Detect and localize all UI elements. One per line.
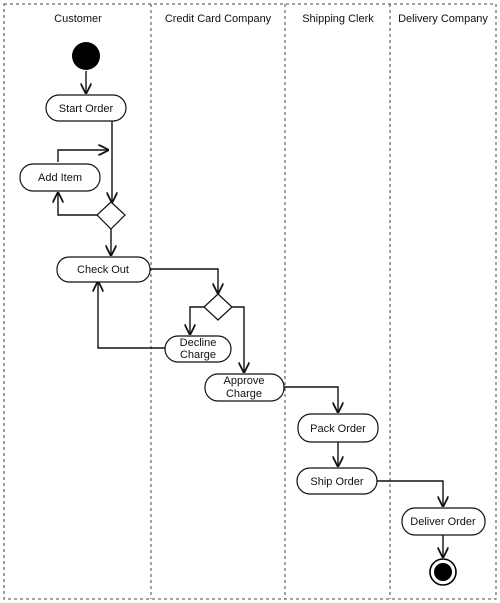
edge-check-out-to-charge-decision <box>150 268 218 293</box>
decision-add-more-items <box>96 201 126 230</box>
edge-add-item-to-start-order <box>57 150 108 162</box>
action-approve-charge-label-line1: Approve <box>224 375 265 387</box>
action-approve-charge-label-line2: Charge <box>226 388 262 400</box>
initial-node <box>72 42 100 70</box>
action-decline-charge-label-line2: Charge <box>180 349 216 361</box>
action-deliver-order-label: Deliver Order <box>410 516 476 528</box>
action-pack-order: Pack Order <box>297 413 379 443</box>
edge-decision-to-decline <box>190 306 205 334</box>
decision-charge-approved <box>203 293 233 321</box>
lane-title-customer: Customer <box>54 13 102 25</box>
action-check-out: Check Out <box>56 256 151 283</box>
action-add-item: Add Item <box>19 163 101 192</box>
edge-ship-to-deliver-order <box>377 480 443 506</box>
edge-decision-to-approve <box>232 306 244 372</box>
action-add-item-label: Add Item <box>38 172 82 184</box>
action-decline-charge: Decline Charge <box>164 335 232 363</box>
lane-title-shipping-clerk: Shipping Clerk <box>302 13 374 25</box>
swimlane-frame <box>3 3 497 600</box>
edge-decline-to-check-out <box>98 282 166 349</box>
action-ship-order: Ship Order <box>296 467 378 495</box>
edge-decision-to-add-item <box>58 193 98 216</box>
edge-approve-to-pack-order <box>284 386 338 412</box>
action-ship-order-label: Ship Order <box>310 476 364 488</box>
action-start-order: Start Order <box>45 94 127 122</box>
lane-title-delivery-company: Delivery Company <box>398 13 488 25</box>
action-check-out-label: Check Out <box>77 264 129 276</box>
action-start-order-label: Start Order <box>59 103 114 115</box>
flow-edges <box>58 71 443 557</box>
action-deliver-order: Deliver Order <box>401 507 486 536</box>
lane-title-credit-card-company: Credit Card Company <box>165 13 272 25</box>
action-pack-order-label: Pack Order <box>310 423 366 435</box>
action-decline-charge-label-line1: Decline <box>180 337 217 349</box>
action-approve-charge: Approve Charge <box>204 373 285 402</box>
final-node <box>429 558 457 586</box>
